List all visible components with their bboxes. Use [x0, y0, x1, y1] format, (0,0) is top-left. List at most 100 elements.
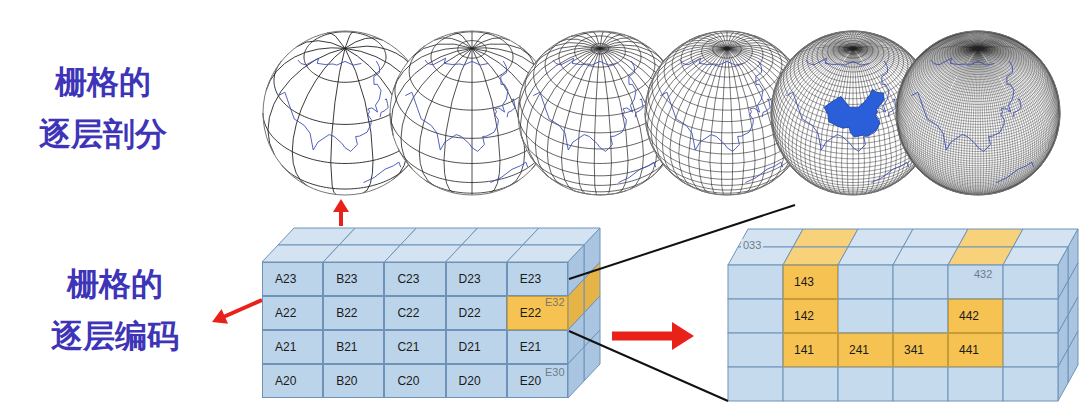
coastline — [996, 162, 1033, 182]
grid-cell: C20 — [384, 364, 445, 398]
cell-code: 142 — [794, 309, 814, 323]
cell-code: C22 — [397, 306, 419, 320]
cell-code: B20 — [336, 374, 357, 388]
grid-cell: A22 — [262, 296, 323, 330]
cell-code: B21 — [336, 340, 357, 354]
encoded-cell: 241 — [838, 333, 893, 367]
front-cell — [728, 265, 783, 299]
front-cell — [893, 367, 948, 401]
coastline — [618, 162, 655, 182]
coastline — [745, 162, 782, 182]
coarse-grid-block — [262, 228, 600, 398]
coastline — [871, 162, 908, 182]
cell-code: A23 — [275, 272, 296, 286]
front-cell — [1003, 299, 1058, 333]
front-cell — [1003, 265, 1058, 299]
coastline — [278, 61, 381, 151]
arrow-head — [212, 309, 228, 324]
globe — [896, 31, 1060, 195]
arrow-head — [333, 199, 349, 212]
side-face — [1068, 331, 1078, 383]
grid-cell: A23 — [262, 262, 323, 296]
front-cell — [728, 367, 783, 401]
top-face — [1003, 247, 1068, 265]
cell-code: A20 — [275, 374, 296, 388]
top-face — [838, 247, 903, 265]
front-cell — [948, 333, 1003, 367]
coastline — [425, 58, 488, 65]
cell-code: C23 — [397, 272, 419, 286]
grid-cell: B22 — [323, 296, 384, 330]
zoom-leader-line — [569, 205, 795, 279]
coastline — [806, 58, 869, 65]
cell-code: E21 — [520, 340, 541, 354]
coastline — [553, 58, 616, 65]
fine-grid-block — [728, 229, 1078, 401]
coastline — [363, 162, 400, 182]
encoded-cell: 143 — [783, 265, 838, 299]
back-layer-code: E32 — [543, 296, 567, 309]
arrow-shaft — [224, 300, 262, 317]
front-cell — [838, 333, 893, 367]
coastline — [680, 58, 743, 65]
arrow-head — [672, 322, 694, 350]
front-cell — [728, 299, 783, 333]
grid-cell: C22 — [384, 296, 445, 330]
label-holder: 432 — [972, 268, 994, 281]
coastline — [888, 99, 896, 117]
grid-cell: D21 — [446, 330, 507, 364]
coastline — [1013, 99, 1021, 117]
cell-code: B22 — [336, 306, 357, 320]
section-heading: 栅格的 逐层剖分 — [28, 56, 178, 160]
cell-code: 143 — [794, 275, 814, 289]
front-cell — [728, 333, 783, 367]
cell-code: E23 — [520, 272, 541, 286]
coastline — [660, 61, 763, 151]
top-face — [893, 247, 958, 265]
encoded-cell: 441 — [948, 333, 1003, 367]
left-arrow — [212, 300, 262, 324]
front-cell — [1003, 367, 1058, 401]
cell-code: A22 — [275, 306, 296, 320]
front-cell — [948, 367, 1003, 401]
coastline — [911, 61, 1014, 151]
encoded-cell: 341 — [893, 333, 948, 367]
grid-cell: A21 — [262, 330, 323, 364]
coastline — [380, 99, 388, 117]
label-holder: E30 — [543, 366, 567, 379]
highlight-top-face — [958, 229, 1023, 247]
label-holder: 栅格的 逐层剖分 — [28, 56, 178, 160]
arrow-shaft — [339, 211, 343, 226]
top-face — [1013, 229, 1078, 247]
front-cell — [948, 299, 1003, 333]
front-cell — [783, 367, 838, 401]
side-face — [568, 347, 584, 398]
coastline — [507, 99, 515, 117]
front-cell — [838, 265, 893, 299]
coastline — [533, 61, 636, 151]
label-holder: 栅格的 逐层编码 — [40, 258, 190, 362]
graticule — [896, 31, 1060, 195]
encoded-cell: 142 — [783, 299, 838, 333]
highlight-top-face — [948, 247, 1013, 265]
front-cell — [838, 299, 893, 333]
grid-cell: E21 — [507, 330, 568, 364]
grid-cell: B23 — [323, 262, 384, 296]
front-cell — [1003, 333, 1058, 367]
front-cell — [893, 299, 948, 333]
cell-code: 241 — [849, 343, 869, 357]
coastline — [762, 99, 770, 117]
front-cell — [893, 265, 948, 299]
section-heading: 栅格的 逐层编码 — [40, 258, 190, 362]
right-arrow — [612, 322, 694, 350]
front-cell — [948, 265, 1003, 299]
front-cell — [783, 265, 838, 299]
highlight-top-face — [783, 247, 848, 265]
cell-code: 441 — [959, 343, 979, 357]
zoom-leader-line — [569, 331, 728, 401]
cell-code: 141 — [794, 343, 814, 357]
grid-cell: D22 — [446, 296, 507, 330]
grid-cell: D23 — [446, 262, 507, 296]
side-face — [1058, 349, 1068, 401]
cell-code: E22 — [520, 306, 541, 320]
